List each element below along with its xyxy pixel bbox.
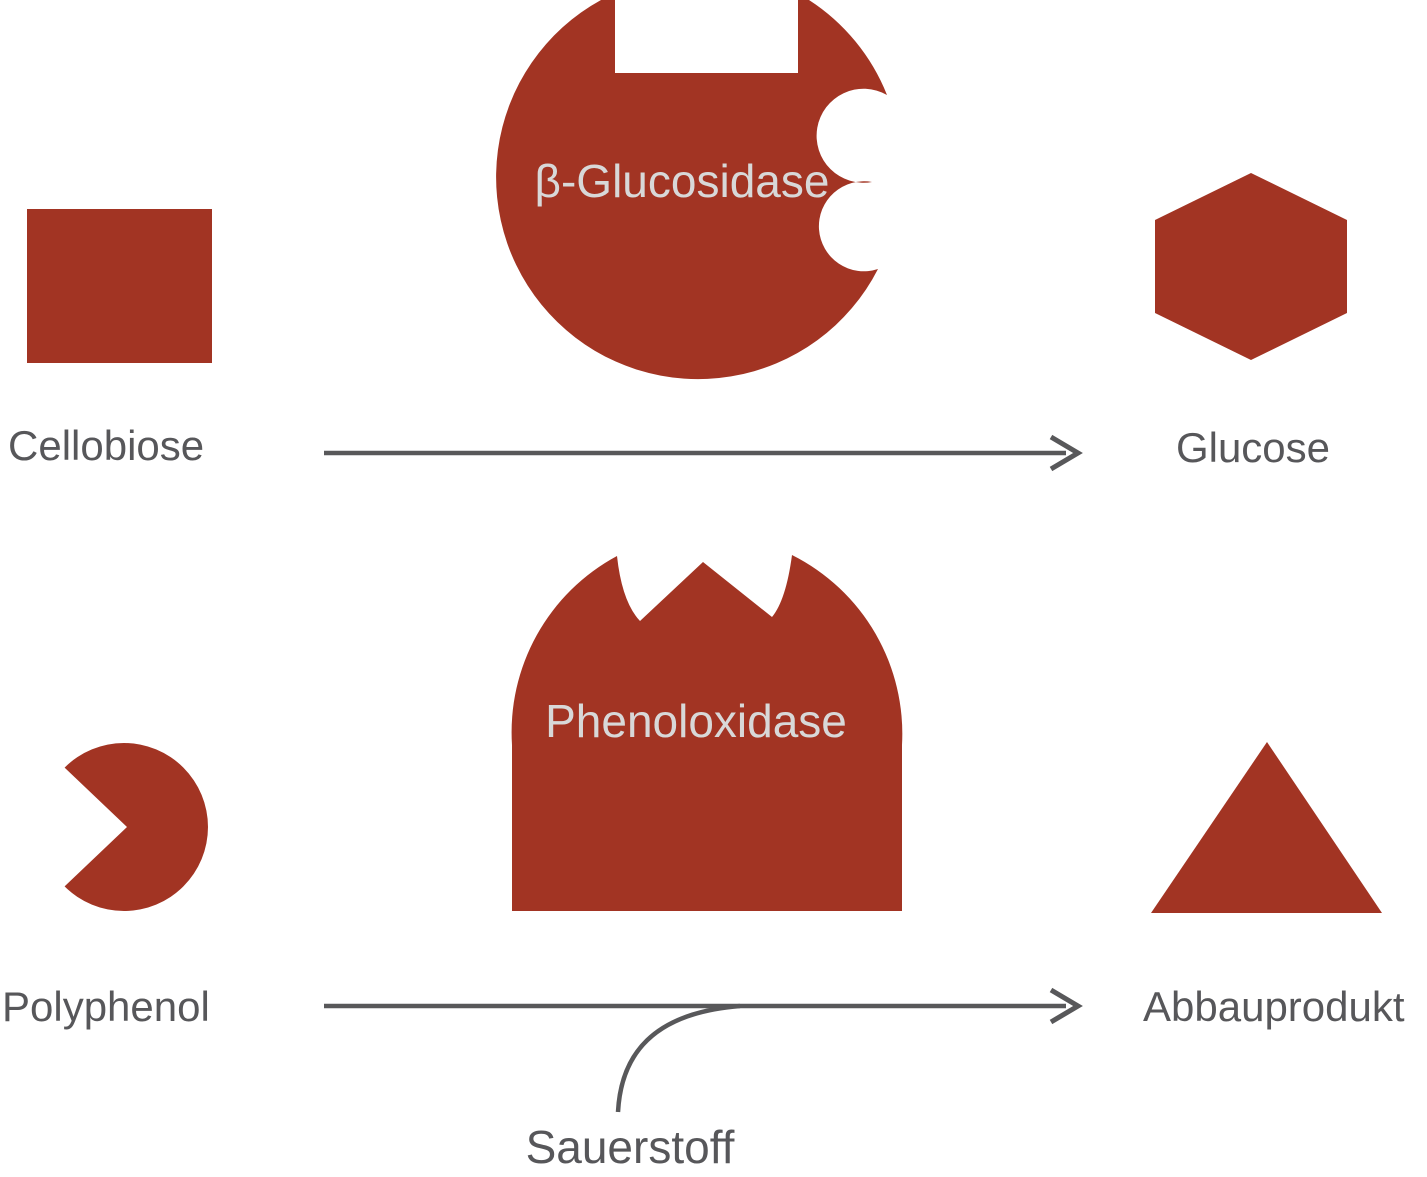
cellobiose-label: Cellobiose xyxy=(8,422,204,469)
reaction-arrow-bottom xyxy=(324,987,1083,1025)
abbauprodukt-label: Abbauprodukt xyxy=(1143,983,1405,1030)
polyphenol-substrate-shape xyxy=(64,742,208,911)
reaction-arrow-top xyxy=(324,434,1083,472)
glucose-product-shape xyxy=(1155,173,1347,360)
phenoloxidase-label: Phenoloxidase xyxy=(545,695,847,747)
arrowhead-icon xyxy=(1049,987,1083,1025)
sauerstoff-label: Sauerstoff xyxy=(526,1121,735,1173)
cellobiose-substrate-shape xyxy=(27,209,212,363)
beta-glucosidase-label: β-Glucosidase xyxy=(535,155,830,207)
glucose-label: Glucose xyxy=(1176,424,1330,471)
phenoloxidase-enzyme-shape xyxy=(511,555,903,911)
arrowhead-icon xyxy=(1049,434,1083,472)
abbauprodukt-product-shape xyxy=(1151,742,1382,913)
polyphenol-label: Polyphenol xyxy=(2,983,210,1030)
sauerstoff-cofactor-curve xyxy=(615,1003,741,1113)
beta-glucosidase-enzyme-shape xyxy=(496,0,887,380)
